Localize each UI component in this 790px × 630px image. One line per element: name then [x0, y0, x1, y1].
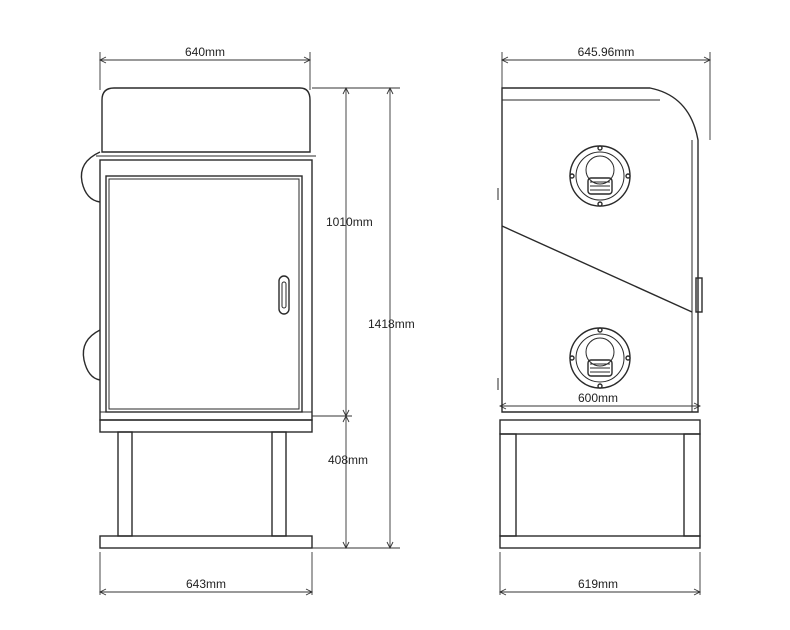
front-door	[105, 175, 303, 413]
side-panel-diagonal	[501, 225, 693, 313]
front-top-cap	[101, 87, 311, 153]
front-stand-leg-left	[117, 431, 133, 537]
front-view	[80, 87, 316, 549]
side-view	[497, 87, 703, 549]
side-speaker-upper	[569, 145, 631, 207]
side-body-outline	[501, 87, 699, 413]
side-speaker-lower	[569, 327, 631, 389]
front-left-bulge-upper	[80, 151, 101, 203]
side-dimensions: 645.96mm 600mm 619mm	[498, 45, 712, 596]
front-stand-top	[99, 419, 313, 433]
dim-front-upper-height: 1010mm	[326, 215, 373, 229]
dim-front-top-width: 640mm	[185, 45, 225, 59]
side-stand-top	[499, 419, 701, 435]
front-stand-leg-right	[271, 431, 287, 537]
dim-side-top-width: 645.96mm	[578, 45, 635, 59]
side-stand-leg-left	[499, 433, 517, 537]
dim-front-bottom-width: 643mm	[186, 577, 226, 591]
side-stand-base	[499, 535, 701, 549]
dim-front-total-height: 1418mm	[368, 317, 415, 331]
front-dimensions: 640mm 643mm 1010mm 408mm 1418mm	[98, 45, 415, 596]
dim-front-stand-height: 408mm	[328, 453, 368, 467]
front-stand-base	[99, 535, 313, 549]
door-handle	[278, 275, 290, 315]
dim-side-bottom-width: 619mm	[578, 577, 618, 591]
front-left-bulge-lower	[82, 329, 101, 381]
side-stand-leg-right	[683, 433, 701, 537]
front-cabinet-body	[99, 159, 313, 421]
dim-side-stand-depth: 600mm	[578, 391, 618, 405]
